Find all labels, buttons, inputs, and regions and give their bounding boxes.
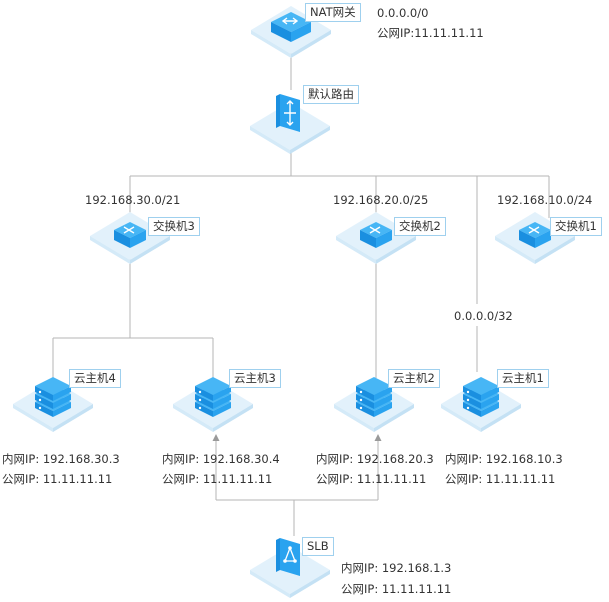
host4-inner-ip-label: 内网IP: 192.168.30.3 — [2, 452, 120, 466]
host1-route-cidr-label: 0.0.0.0/32 — [454, 309, 513, 323]
host1-inner-ip-label: 内网IP: 192.168.10.3 — [445, 452, 563, 466]
switch3-icon — [90, 212, 170, 264]
switch2-tag: 交换机2 — [394, 217, 446, 236]
slb-public-ip-label: 公网IP: 11.11.11.11 — [341, 582, 452, 596]
host4-tag: 云主机4 — [69, 369, 121, 388]
switch3-tag: 交换机3 — [148, 217, 200, 236]
host1-server-icon — [441, 377, 521, 432]
nat-gateway-icon — [251, 6, 331, 58]
host4-server-icon — [13, 377, 93, 432]
router-icon — [250, 94, 330, 154]
switch1-cidr-label: 192.168.10.0/24 — [497, 193, 593, 207]
nat-public-ip-label: 公网IP:11.11.11.11 — [377, 26, 484, 40]
slb-tag: SLB — [302, 537, 334, 556]
arrow-to-host2 — [374, 434, 382, 441]
switch2-icon — [336, 212, 416, 264]
host1-public-ip-label: 公网IP: 11.11.11.11 — [445, 472, 556, 486]
host1-public-ip: 11.11.11.11 — [485, 472, 556, 486]
host3-public-ip-label: 公网IP: 11.11.11.11 — [162, 472, 273, 486]
host4-inner-ip: 192.168.30.3 — [42, 452, 120, 466]
host1-inner-ip: 192.168.10.3 — [485, 452, 563, 466]
switch1-icon — [495, 212, 575, 264]
host4-public-ip: 11.11.11.11 — [42, 472, 113, 486]
nat-gateway-tag: NAT网关 — [305, 3, 361, 22]
switch3-cidr-label: 192.168.30.0/21 — [85, 193, 181, 207]
host2-public-ip: 11.11.11.11 — [356, 472, 427, 486]
host3-inner-ip-label: 内网IP: 192.168.30.4 — [162, 452, 280, 466]
host3-tag: 云主机3 — [229, 369, 281, 388]
host2-inner-ip: 192.168.20.3 — [356, 452, 434, 466]
host2-inner-ip-label: 内网IP: 192.168.20.3 — [316, 452, 434, 466]
nat-cidr-label: 0.0.0.0/0 — [377, 6, 429, 20]
load-balancer-icon — [250, 538, 330, 598]
slb-inner-ip: 192.168.1.3 — [381, 561, 452, 575]
host3-public-ip: 11.11.11.11 — [202, 472, 273, 486]
host1-tag: 云主机1 — [497, 369, 549, 388]
host2-public-ip-label: 公网IP: 11.11.11.11 — [316, 472, 427, 486]
host4-public-ip-label: 公网IP: 11.11.11.11 — [2, 472, 113, 486]
switch2-cidr-label: 192.168.20.0/25 — [333, 193, 429, 207]
arrow-to-host3 — [212, 434, 220, 441]
host3-inner-ip: 192.168.30.4 — [202, 452, 280, 466]
host2-tag: 云主机2 — [388, 369, 440, 388]
slb-inner-ip-label: 内网IP: 192.168.1.3 — [341, 561, 452, 575]
slb-public-ip: 11.11.11.11 — [381, 582, 452, 596]
router-tag: 默认路由 — [303, 85, 359, 104]
host2-server-icon — [334, 377, 414, 432]
host3-server-icon — [173, 377, 253, 432]
switch1-tag: 交换机1 — [550, 217, 602, 236]
